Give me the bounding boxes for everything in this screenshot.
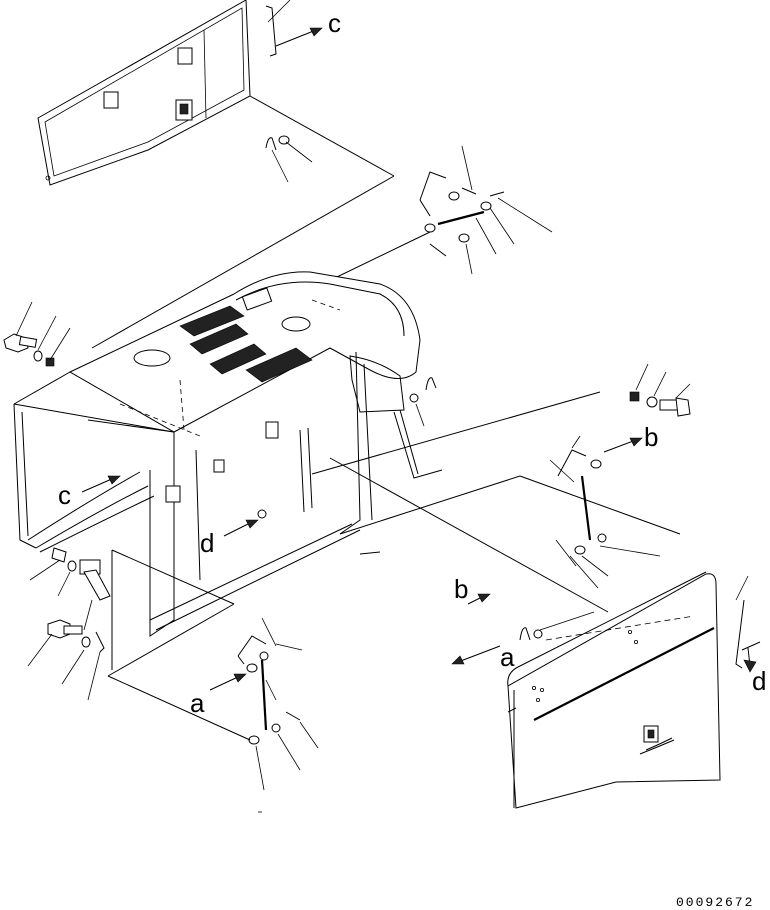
bolts-left-upper xyxy=(3,301,71,367)
arrow-a-panel xyxy=(451,611,595,665)
label-c-left: c xyxy=(58,480,71,510)
label-b-panel: b xyxy=(454,574,468,604)
hood-body xyxy=(13,271,443,637)
label-c-top: c xyxy=(328,8,341,38)
arrow-c-left xyxy=(81,475,121,493)
bolts-left-lower xyxy=(27,547,111,701)
leader-lines-left xyxy=(107,549,251,741)
rod-c-top xyxy=(265,0,323,57)
door-panel-right xyxy=(507,571,721,809)
arrow-b-panel xyxy=(467,593,491,605)
pin-hood-right xyxy=(409,377,437,427)
arrow-d-frame xyxy=(223,509,267,537)
hinge-pin-group xyxy=(309,145,553,291)
label-d-right: d xyxy=(752,666,766,696)
label-d-frame: d xyxy=(200,528,214,558)
latch-rod-a xyxy=(209,617,319,791)
label-a-panel: a xyxy=(500,642,515,672)
rod-d-right xyxy=(735,575,761,673)
label-b-right: b xyxy=(644,422,658,452)
rod-b-right xyxy=(549,435,661,589)
label-a-bottom: a xyxy=(190,688,205,718)
side-panel-top xyxy=(37,0,395,349)
leader-lines-right xyxy=(311,391,681,613)
bolts-right xyxy=(629,363,691,417)
pin-washer-top xyxy=(265,135,313,183)
vent-grilles xyxy=(179,305,313,383)
drawing-number: 00092672 xyxy=(676,895,754,910)
